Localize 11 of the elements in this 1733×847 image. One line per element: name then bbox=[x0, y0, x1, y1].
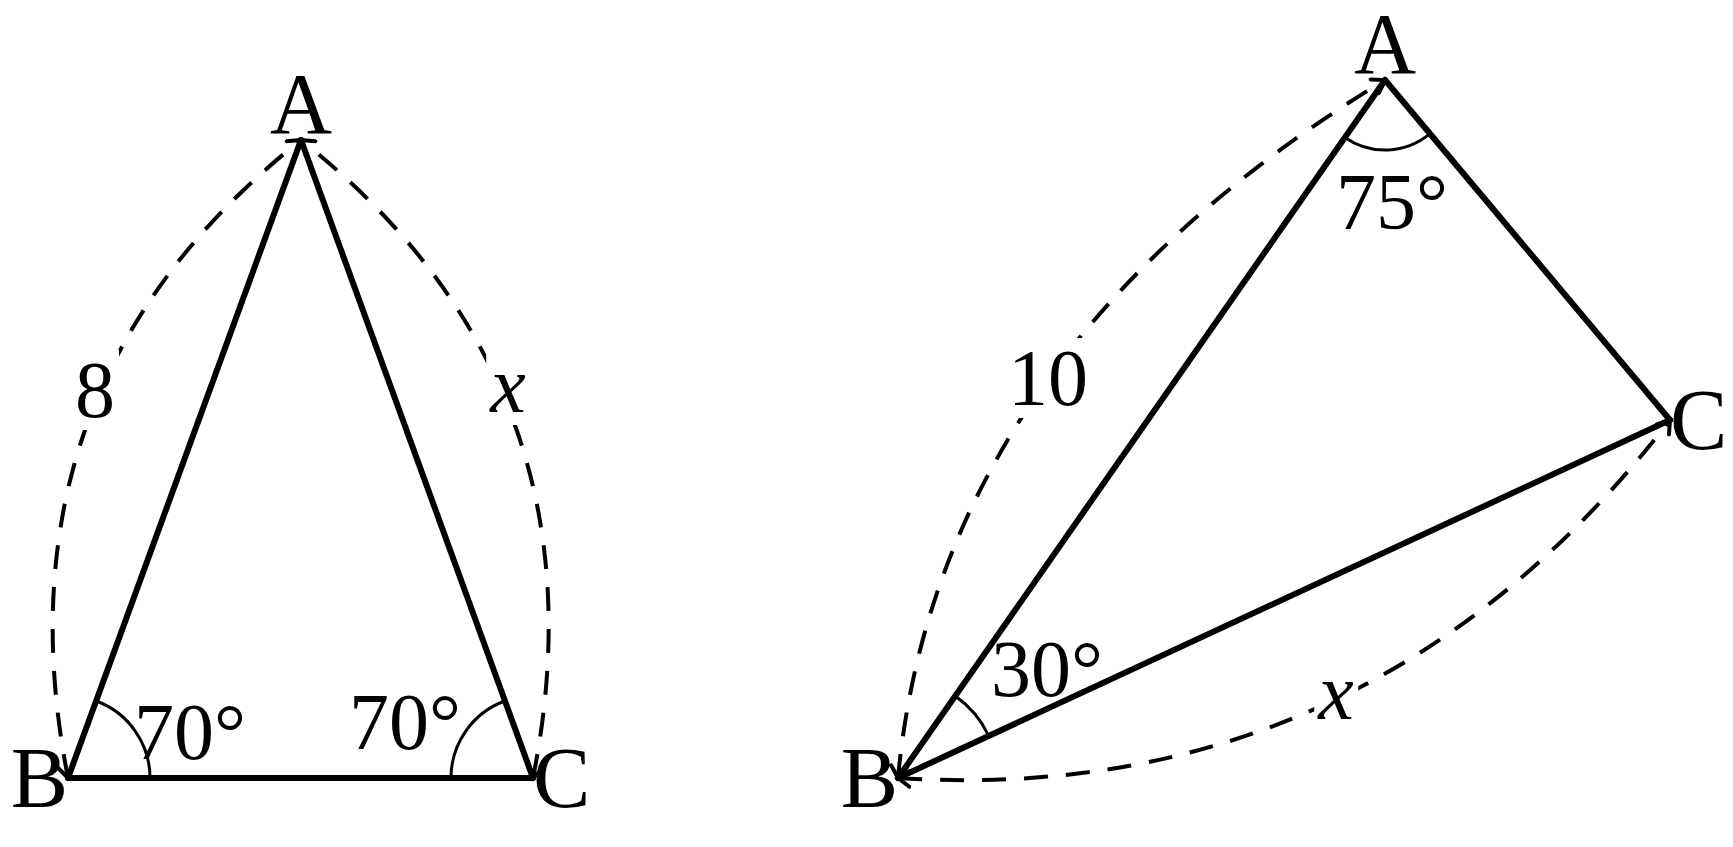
angle-label: 70° bbox=[134, 692, 246, 772]
vertex-label: B bbox=[820, 742, 898, 814]
angle-label: 30° bbox=[991, 629, 1103, 709]
vertex-label: C bbox=[1670, 384, 1732, 456]
angle-label: 75° bbox=[1336, 162, 1448, 242]
vertex-label: A bbox=[1350, 8, 1420, 80]
triangle-side bbox=[65, 775, 536, 781]
vertex-label: A bbox=[266, 68, 336, 140]
angle-label: 70° bbox=[349, 682, 461, 762]
vertex-label: B bbox=[0, 742, 68, 814]
vertex-label: C bbox=[533, 742, 603, 814]
